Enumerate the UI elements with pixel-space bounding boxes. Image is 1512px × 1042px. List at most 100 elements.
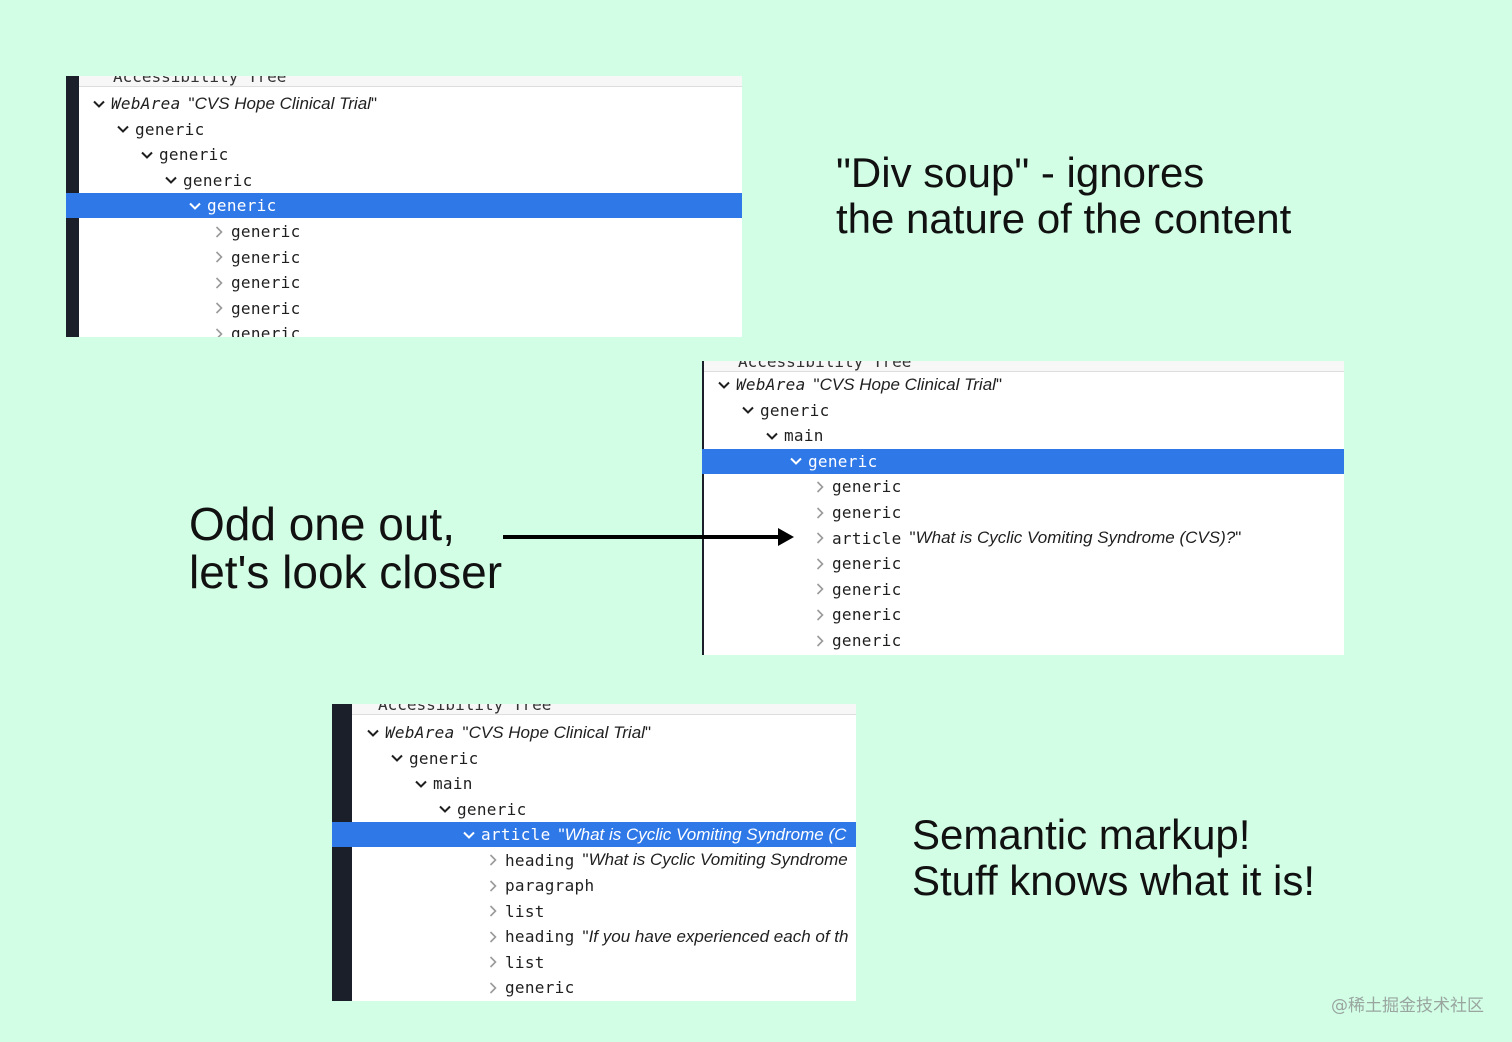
chevron-right-icon[interactable] xyxy=(481,981,505,995)
tree-node-list[interactable]: list xyxy=(332,950,856,975)
tree-node-generic[interactable]: generic xyxy=(66,193,742,219)
tree-node-role: generic xyxy=(231,324,301,337)
chevron-right-icon[interactable] xyxy=(481,853,505,867)
tree-node-generic[interactable]: generic xyxy=(702,448,1344,474)
tree-node-generic[interactable]: generic xyxy=(66,296,742,321)
tree-node-role: main xyxy=(433,774,473,793)
chevron-down-icon[interactable] xyxy=(159,173,183,187)
chevron-right-icon[interactable] xyxy=(808,582,832,596)
tree-node-heading[interactable]: heading "If you have experienced each of … xyxy=(332,924,856,949)
tree-node-role: paragraph xyxy=(505,876,595,895)
tree-node-role: heading xyxy=(505,927,575,946)
chevron-right-icon[interactable] xyxy=(808,531,832,545)
chevron-right-icon[interactable] xyxy=(207,327,231,337)
tree-node-role: generic xyxy=(808,451,878,471)
chevron-down-icon[interactable] xyxy=(433,802,457,816)
tree-node-role: generic xyxy=(231,273,301,293)
accessibility-tree-panel-div-soup: Accessibility Tree WebArea"CVS Hope Clin… xyxy=(66,76,742,337)
chevron-right-icon[interactable] xyxy=(481,955,505,969)
tree-node-generic[interactable]: generic xyxy=(66,219,742,244)
tree-node-generic[interactable]: generic xyxy=(66,168,742,193)
tree-node-role: generic xyxy=(231,247,301,267)
chevron-down-icon[interactable] xyxy=(111,122,135,136)
chevron-down-icon[interactable] xyxy=(784,454,808,468)
tree-node-role: list xyxy=(505,952,545,972)
tree-node-generic[interactable]: generic xyxy=(66,142,742,167)
tree-node-paragraph[interactable]: paragraph xyxy=(332,873,856,898)
chevron-right-icon[interactable] xyxy=(808,608,832,622)
tree-node-generic[interactable]: generic xyxy=(66,321,742,337)
tree-node-main[interactable]: main xyxy=(332,771,856,796)
tree-node-main[interactable]: main xyxy=(702,423,1344,448)
tree-node-role: generic xyxy=(231,222,301,241)
tree-node-webarea[interactable]: WebArea"CVS Hope Clinical Trial" xyxy=(66,91,742,116)
chevron-right-icon[interactable] xyxy=(808,634,832,648)
tree-node-role: generic xyxy=(159,145,229,165)
tree-node-generic[interactable]: generic xyxy=(702,474,1344,499)
tree-node-generic[interactable]: generic xyxy=(66,117,742,142)
chevron-right-icon[interactable] xyxy=(808,557,832,571)
tree-node-generic[interactable]: generic xyxy=(702,628,1344,653)
chevron-down-icon[interactable] xyxy=(87,97,111,111)
tree-node-name: "What is Cyclic Vomiting Syndrome xyxy=(582,850,848,869)
caption-line: "Div soup" - ignores xyxy=(836,149,1205,196)
tree-node-role: generic xyxy=(832,579,902,599)
watermark: @稀土掘金技术社区 xyxy=(1331,996,1484,1016)
tree-node-role: generic xyxy=(409,748,479,768)
chevron-right-icon[interactable] xyxy=(808,480,832,494)
panel-header-label: Accessibility Tree xyxy=(113,76,287,86)
devtools-sidebar-edge xyxy=(702,361,704,655)
chevron-right-icon[interactable] xyxy=(808,506,832,520)
caption-line: Stuff knows what it is! xyxy=(912,857,1316,905)
chevron-down-icon[interactable] xyxy=(409,777,433,791)
tree-node-generic[interactable]: generic xyxy=(702,500,1344,525)
chevron-right-icon[interactable] xyxy=(481,904,505,918)
tree-node-role: WebArea xyxy=(111,94,181,113)
tree-node-generic[interactable]: generic xyxy=(332,797,856,822)
chevron-down-icon[interactable] xyxy=(361,726,385,740)
chevron-right-icon[interactable] xyxy=(207,276,231,290)
tree-node-webarea[interactable]: WebArea"CVS Hope Clinical Trial" xyxy=(702,372,1344,397)
tree-node-role: article xyxy=(481,825,551,844)
tree-node-generic[interactable]: generic xyxy=(702,577,1344,602)
chevron-right-icon[interactable] xyxy=(481,879,505,893)
chevron-down-icon[interactable] xyxy=(385,751,409,765)
chevron-right-icon[interactable] xyxy=(207,250,231,264)
tree-node-generic[interactable]: generic xyxy=(332,746,856,771)
tree-node-name: "What is Cyclic Vomiting Syndrome (CVS)?… xyxy=(909,528,1242,548)
tree-node-role: generic xyxy=(832,631,902,650)
tree-node-name: "CVS Hope Clinical Trial" xyxy=(462,722,651,742)
tree-node-generic[interactable]: generic xyxy=(702,602,1344,627)
tree-node-role: generic xyxy=(832,503,902,522)
tree-node-role: WebArea xyxy=(736,375,806,394)
tree-node-generic[interactable]: generic xyxy=(702,551,1344,576)
tree-node-role: generic xyxy=(832,554,902,574)
tree-node-role: generic xyxy=(183,170,253,190)
tree-node-role: generic xyxy=(135,119,205,139)
tree-node-role: generic xyxy=(832,605,902,625)
chevron-right-icon[interactable] xyxy=(207,301,231,315)
tree-node-generic[interactable]: generic xyxy=(332,975,856,1000)
tree-node-generic[interactable]: generic xyxy=(66,270,742,295)
caption-div-soup: "Div soup" - ignores the nature of the c… xyxy=(836,149,1292,243)
tree-node-name: "If you have experienced each of th xyxy=(582,926,849,946)
tree-node-webarea[interactable]: WebArea"CVS Hope Clinical Trial" xyxy=(332,720,856,745)
caption-line: the nature of the content xyxy=(836,195,1292,243)
chevron-down-icon[interactable] xyxy=(135,148,159,162)
chevron-right-icon[interactable] xyxy=(207,225,231,239)
tree-node-generic[interactable]: generic xyxy=(702,398,1344,423)
chevron-down-icon[interactable] xyxy=(736,403,760,417)
tree-node-list[interactable]: list xyxy=(332,899,856,924)
tree-node-heading[interactable]: heading"What is Cyclic Vomiting Syndrome xyxy=(332,848,856,873)
chevron-down-icon[interactable] xyxy=(457,828,481,842)
chevron-right-icon[interactable] xyxy=(481,930,505,944)
tree-node-generic[interactable]: generic xyxy=(66,245,742,270)
panel-header-label: Accessibility Tree xyxy=(738,361,912,371)
tree-node-article[interactable]: article"What is Cyclic Vomiting Syndrome… xyxy=(702,526,1344,551)
chevron-down-icon[interactable] xyxy=(760,429,784,443)
chevron-down-icon[interactable] xyxy=(183,199,207,213)
chevron-down-icon[interactable] xyxy=(712,378,736,392)
devtools-sidebar-edge xyxy=(332,704,352,1001)
caption-semantic-markup: Semantic markup! Stuff knows what it is! xyxy=(912,811,1316,905)
tree-node-article[interactable]: article"What is Cyclic Vomiting Syndrome… xyxy=(332,822,856,847)
